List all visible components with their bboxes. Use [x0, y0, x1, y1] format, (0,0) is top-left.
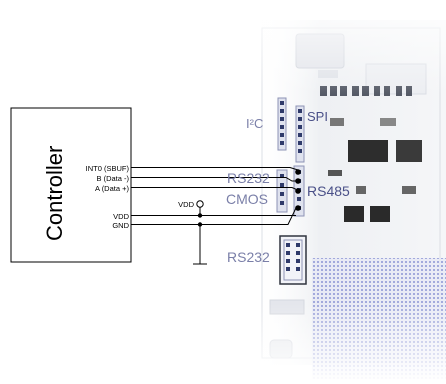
rs485-pin-gnd: [295, 205, 301, 211]
vdd-supply-label: VDD: [178, 200, 194, 209]
controller-title: Controller: [42, 146, 67, 241]
rs485-pin-data-minus: [295, 178, 301, 184]
label-spi: SPI: [307, 109, 328, 124]
controller-box: [10, 107, 132, 263]
pin-label-data-minus: B (Data -): [96, 174, 129, 183]
label-rs232-bottom: RS232: [227, 249, 270, 265]
pin-label-int0: INT0 (SBUF): [86, 164, 130, 173]
label-i2c: I²C: [246, 116, 263, 131]
rs485-pin-int0: [295, 169, 301, 175]
label-cmos: CMOS: [226, 191, 268, 207]
pin-label-vdd: VDD: [113, 212, 129, 221]
pin-label-gnd: GND: [112, 221, 129, 230]
pin-label-data-plus: A (Data +): [95, 184, 129, 193]
pcb-fade-overlay: [252, 0, 446, 379]
rs485-pin-data-plus: [295, 188, 301, 194]
wire-junctions: [196, 169, 301, 227]
label-rs232-top: RS232: [227, 170, 270, 186]
label-rs485: RS485: [307, 183, 350, 199]
